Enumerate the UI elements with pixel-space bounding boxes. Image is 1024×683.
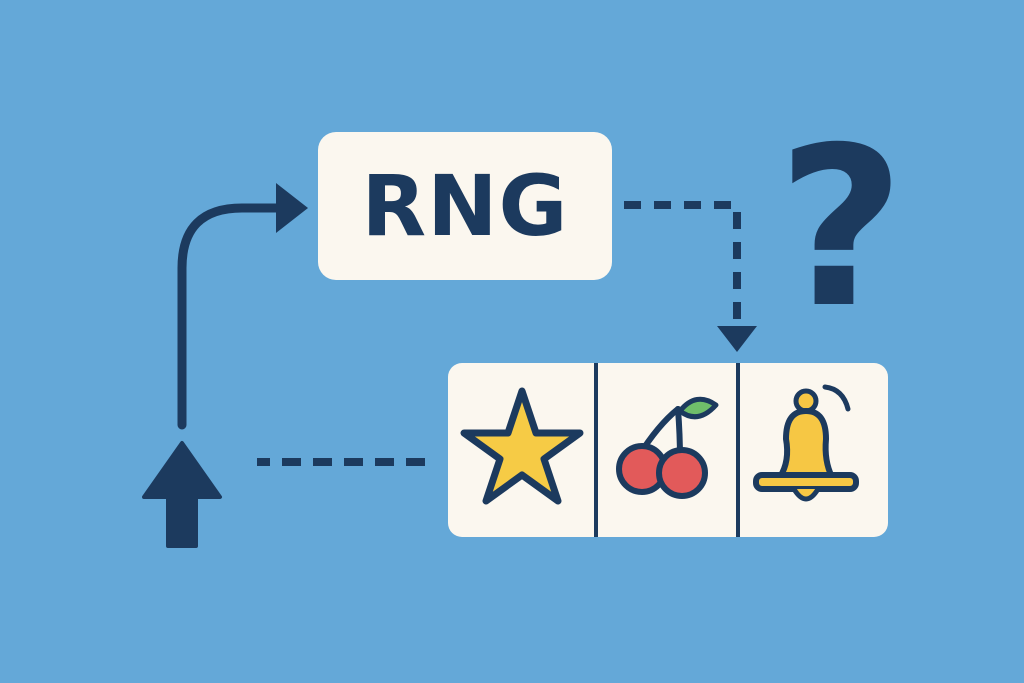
star-icon xyxy=(460,387,584,505)
bell-icon xyxy=(753,384,859,502)
curved-arrow-to-rng xyxy=(177,203,287,430)
reel-2 xyxy=(598,363,736,537)
dashed-arrow-head-down xyxy=(717,326,757,352)
slot-reels xyxy=(448,363,888,537)
rng-box: RNG xyxy=(318,132,612,280)
up-arrow-icon xyxy=(142,441,222,548)
dashed-arrow-rng-to-reels xyxy=(624,201,741,325)
reel-divider-2 xyxy=(736,363,740,537)
curved-arrow-head xyxy=(276,183,308,233)
reel-3 xyxy=(740,363,888,537)
question-mark-icon: ? xyxy=(777,100,905,356)
reel-1 xyxy=(448,363,594,537)
rng-label: RNG xyxy=(361,157,569,255)
cherry-icon xyxy=(616,396,719,499)
reel-divider-1 xyxy=(594,363,598,537)
